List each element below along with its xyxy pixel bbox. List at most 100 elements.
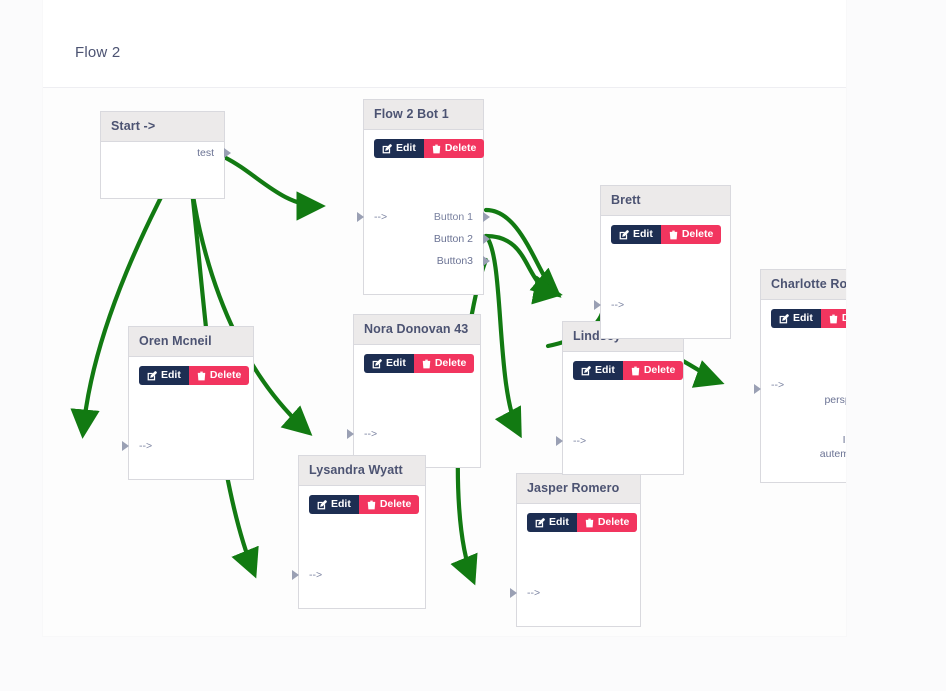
port-in-jasper-romero[interactable]: --> — [510, 582, 640, 604]
port-marker-icon — [357, 212, 364, 222]
node-brett[interactable]: Brett Edit — [594, 185, 731, 339]
node-lysandra-wyatt-title: Lysandra Wyatt — [299, 456, 425, 486]
edit-button[interactable]: Edit — [374, 139, 424, 158]
delete-button-label: Delete — [434, 357, 467, 369]
edit-button[interactable]: Edit — [309, 495, 359, 514]
node-jasper-romero-gap — [517, 534, 640, 582]
edit-button-label: Edit — [331, 498, 351, 510]
node-flow2bot1[interactable]: Flow 2 Bot 1 Edit — [357, 99, 490, 295]
port-in-charlotte-romero-label: --> — [771, 379, 785, 391]
port-out-charlotte-2-label: Impedit autem sapie — [819, 433, 846, 461]
edit-button[interactable]: Edit — [364, 354, 414, 373]
node-flow2bot1-ports: --> Button 1 Button 2 Button3 — [357, 206, 490, 272]
node-lindsey-foot — [563, 452, 683, 474]
edit-button[interactable]: Edit — [573, 361, 623, 380]
port-marker-icon — [510, 588, 517, 598]
node-jasper-romero-actions: Edit Delete — [517, 504, 640, 534]
port-out-start-test[interactable]: test — [101, 142, 231, 164]
node-lindsey[interactable]: Lindsey Edit — [556, 321, 684, 475]
port-out-button2[interactable]: Button 2 — [364, 228, 490, 250]
edit-button-label: Edit — [633, 228, 653, 240]
trash-delete-icon — [631, 366, 640, 375]
port-marker-icon — [483, 212, 490, 222]
trash-delete-icon — [669, 230, 678, 239]
port-out-charlotte-1-label: Ut perspiciatis qua — [824, 393, 846, 406]
trash-delete-icon — [829, 314, 838, 323]
port-in-brett[interactable]: --> — [594, 294, 730, 316]
edit-button[interactable]: Edit — [611, 225, 661, 244]
delete-button-label: Delete — [209, 369, 242, 381]
port-marker-icon — [292, 570, 299, 580]
delete-button[interactable]: Delete — [423, 139, 485, 158]
node-oren-mcneil-gap — [129, 387, 253, 435]
port-marker-icon — [556, 436, 563, 446]
node-jasper-romero-title: Jasper Romero — [517, 474, 640, 504]
node-oren-mcneil[interactable]: Oren Mcneil Edit — [122, 326, 254, 480]
port-out-button3[interactable]: Button3 — [364, 250, 490, 272]
node-jasper-romero[interactable]: Jasper Romero Edit — [510, 473, 641, 627]
node-start-body: test — [101, 142, 231, 198]
edit-button[interactable]: Edit — [139, 366, 189, 385]
node-start[interactable]: Start -> test — [100, 111, 231, 199]
node-oren-mcneil-foot — [129, 457, 253, 479]
node-jasper-romero-foot — [517, 604, 640, 626]
edge-button2-to-lindsey — [483, 233, 522, 439]
port-marker-icon — [122, 441, 129, 451]
port-out-charlotte-1[interactable]: Ut perspiciatis qua — [809, 378, 846, 422]
port-in-oren-mcneil[interactable]: --> — [122, 435, 253, 457]
delete-button[interactable]: Delete — [660, 225, 722, 244]
delete-button-label: Delete — [379, 498, 412, 510]
edit-button-label: Edit — [793, 312, 813, 324]
port-out-button1-label: Button 1 — [433, 211, 473, 223]
port-in-nora-donovan[interactable]: --> — [347, 423, 480, 445]
port-marker-icon — [347, 429, 354, 439]
node-oren-mcneil-title: Oren Mcneil — [129, 327, 253, 357]
node-lysandra-wyatt-gap — [299, 516, 425, 564]
node-nora-donovan-gap — [354, 375, 480, 423]
node-brett-foot — [601, 316, 730, 338]
delete-button[interactable]: Delete — [820, 309, 846, 328]
node-nora-donovan[interactable]: Nora Donovan 43 Edit — [347, 314, 481, 468]
delete-button-label: Delete — [841, 312, 846, 324]
node-charlotte-romero-foot — [761, 462, 846, 482]
edit-button[interactable]: Edit — [527, 513, 577, 532]
trash-delete-icon — [422, 359, 431, 368]
node-lindsey-gap — [563, 382, 683, 430]
pencil-edit-icon — [317, 499, 327, 509]
port-out-button2-label: Button 2 — [433, 233, 473, 245]
node-oren-mcneil-body: Edit Delete --> — [122, 357, 253, 479]
delete-button[interactable]: Delete — [622, 361, 684, 380]
edit-button[interactable]: Edit — [771, 309, 821, 328]
port-out-start-test-label: test — [197, 147, 214, 159]
edge-button2-to-brett — [483, 233, 563, 305]
port-marker-icon — [483, 234, 490, 244]
node-lindsey-body: Edit Delete --> — [556, 352, 684, 474]
delete-button[interactable]: Delete — [576, 513, 638, 532]
port-in-lysandra-wyatt[interactable]: --> — [292, 564, 425, 586]
node-charlotte-romero-gap — [761, 330, 846, 378]
delete-button[interactable]: Delete — [188, 366, 250, 385]
pencil-edit-icon — [619, 229, 629, 239]
node-flow2bot1-foot — [364, 272, 483, 294]
node-lysandra-wyatt-body: Edit Delete --> — [292, 486, 425, 608]
node-charlotte-romero[interactable]: Charlotte Romero Edit — [754, 269, 846, 483]
node-start-spacer — [101, 164, 224, 198]
node-start-title: Start -> — [101, 112, 224, 142]
node-jasper-romero-body: Edit Delete --> — [510, 504, 640, 626]
node-lysandra-wyatt-actions: Edit Delete — [299, 486, 425, 516]
port-in-lindsey[interactable]: --> — [556, 430, 683, 452]
node-lysandra-wyatt-foot — [299, 586, 425, 608]
delete-button-label: Delete — [681, 228, 714, 240]
flow-canvas[interactable]: Start -> test Flow 2 Bot 1 — [43, 88, 846, 636]
edit-button-label: Edit — [396, 142, 416, 154]
port-in-flow2bot1[interactable]: --> Button 1 — [357, 206, 490, 228]
delete-button[interactable]: Delete — [413, 354, 475, 373]
port-out-charlotte-2[interactable]: Impedit autem sapie — [809, 433, 846, 462]
page-title: Flow 2 — [75, 44, 121, 61]
delete-button[interactable]: Delete — [358, 495, 420, 514]
port-in-oren-mcneil-label: --> — [139, 440, 153, 452]
port-in-nora-donovan-label: --> — [364, 428, 378, 440]
node-charlotte-romero-body: Edit Delete --> — [754, 300, 846, 482]
pencil-edit-icon — [372, 358, 382, 368]
node-lysandra-wyatt[interactable]: Lysandra Wyatt Edit — [292, 455, 426, 609]
